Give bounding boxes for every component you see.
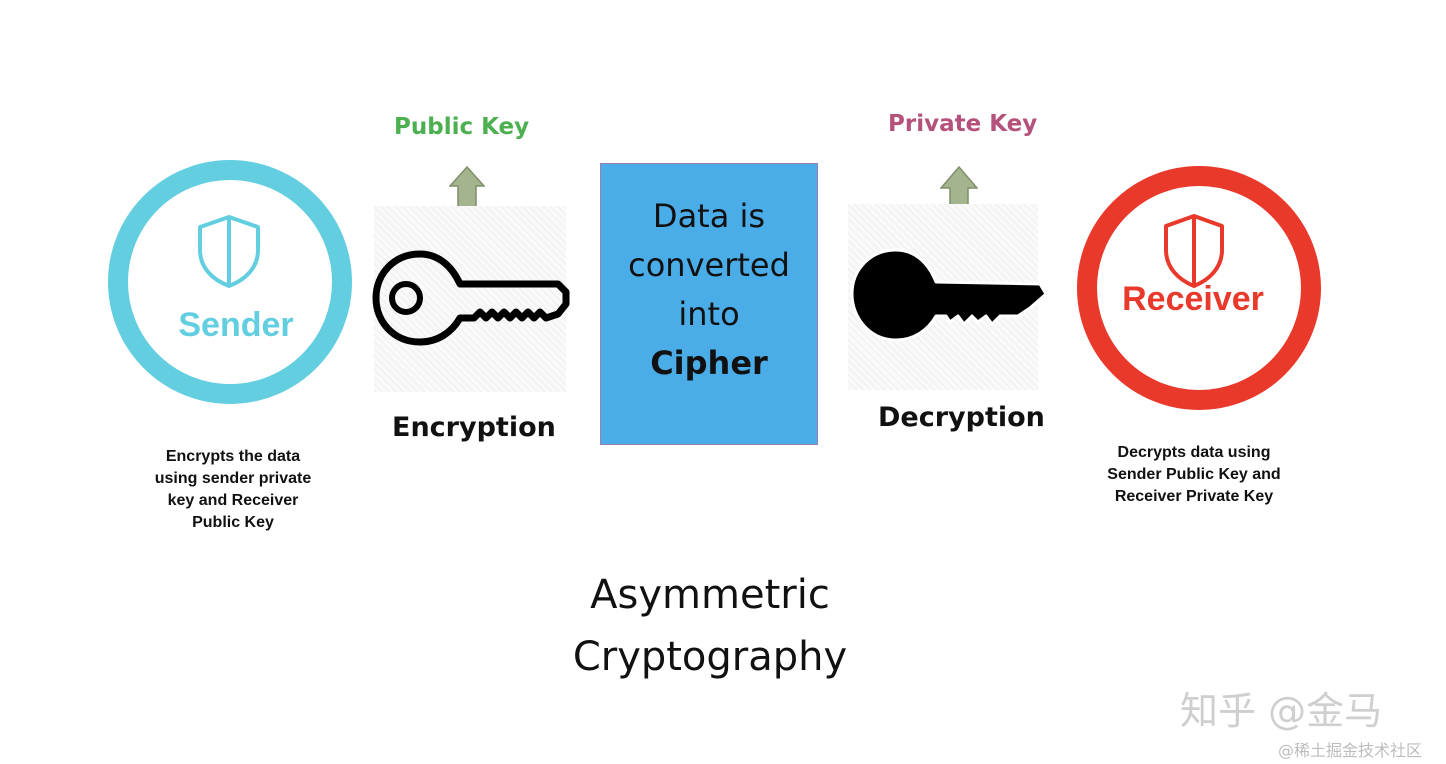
- key-outline-icon: [372, 250, 570, 346]
- watermark-juejin: @稀土掘金技术社区: [1278, 741, 1423, 760]
- title-line-1: Asymmetric: [590, 572, 830, 618]
- private-key-label: Private Key: [888, 111, 1038, 137]
- diagram-title: Asymmetric Cryptography: [520, 564, 900, 688]
- sender-label: Sender: [178, 306, 294, 344]
- receiver-label: Receiver: [1122, 280, 1264, 318]
- cipher-line: Data is: [652, 197, 766, 235]
- sender-description: Encrypts the data using sender private k…: [154, 448, 312, 531]
- cipher-line: into: [678, 295, 740, 333]
- cipher-line: converted: [628, 246, 790, 284]
- encryption-label: Encryption: [392, 412, 556, 443]
- key-solid-icon: [850, 248, 1048, 342]
- decryption-label: Decryption: [878, 402, 1045, 433]
- title-line-2: Cryptography: [572, 634, 848, 680]
- public-key-label: Public Key: [394, 114, 530, 140]
- cipher-bold-line: Cipher: [650, 344, 768, 382]
- shield-icon: [198, 215, 260, 288]
- encryption-panel: [374, 206, 566, 392]
- cipher-box: Data is converted into Cipher: [600, 163, 818, 445]
- watermark-zhihu: 知乎 @金马: [1180, 689, 1383, 733]
- shield-icon: [1164, 214, 1224, 288]
- receiver-description: Decrypts data using Sender Public Key an…: [1107, 444, 1281, 505]
